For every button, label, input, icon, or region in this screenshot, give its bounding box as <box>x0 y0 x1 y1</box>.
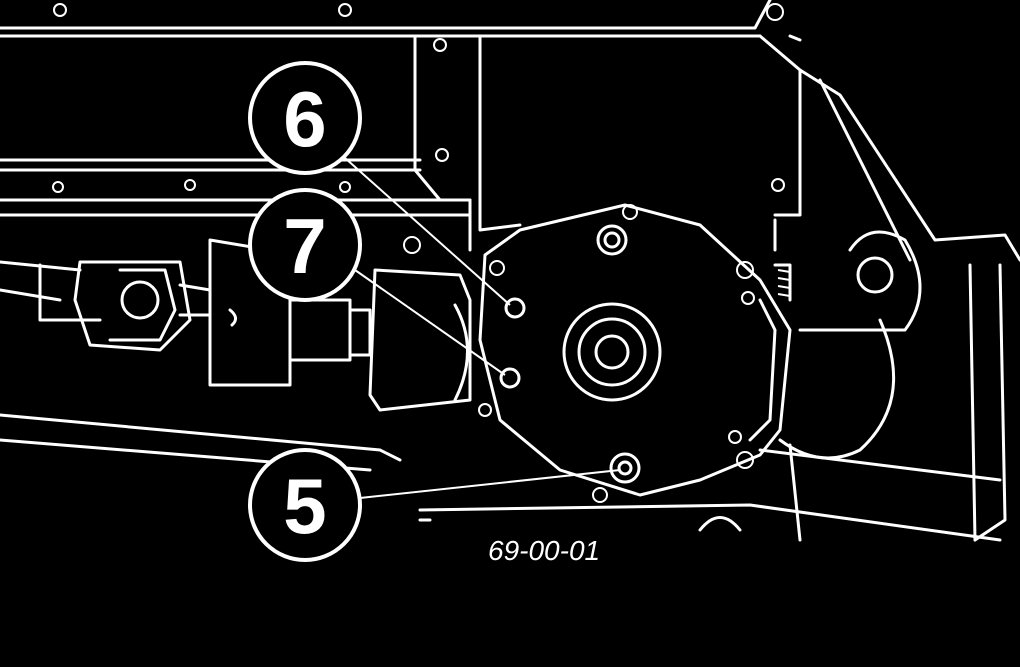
side-frame <box>0 158 472 217</box>
figure-id-label: 69-00-01 <box>488 535 600 566</box>
leader-lines <box>344 157 621 499</box>
gearbox-housing <box>368 203 792 503</box>
callout-circle <box>248 448 362 562</box>
callout-6: 6 <box>248 61 362 175</box>
leader-line-7 <box>354 269 506 376</box>
callout-circle <box>248 188 362 302</box>
mount-plate <box>413 34 802 252</box>
top-frame <box>0 0 784 38</box>
leader-line-6 <box>344 157 511 306</box>
callout-number: 6 <box>283 75 326 163</box>
callout-7: 7 <box>248 188 362 302</box>
drive-shaft <box>0 238 372 387</box>
lower-frame <box>0 413 1002 542</box>
pivot-arm <box>778 68 1020 542</box>
callout-5: 5 <box>248 448 362 562</box>
callout-number: 7 <box>283 202 326 290</box>
leader-line-5 <box>359 469 621 499</box>
callout-circle <box>248 61 362 175</box>
callout-number: 5 <box>283 462 326 550</box>
